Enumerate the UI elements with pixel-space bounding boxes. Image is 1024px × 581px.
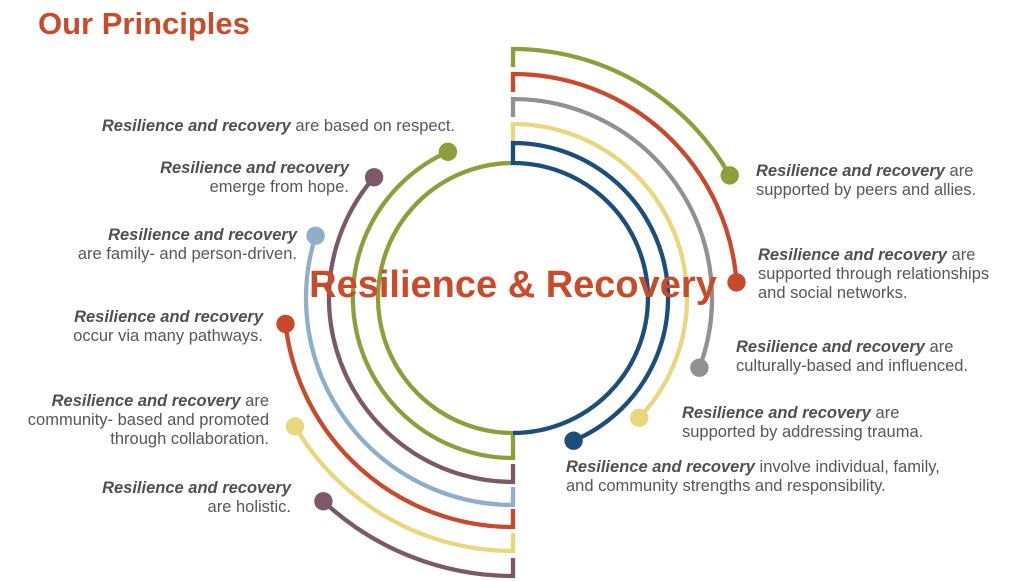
principle-arc-left-4-red	[283, 323, 516, 530]
principle-arc-left-3-steel	[303, 235, 516, 508]
principle-label-addressing-trauma: Resilience and recovery are supported by…	[682, 404, 924, 441]
principle-label-holistic: Resilience and recovery are holistic.	[102, 479, 291, 516]
principle-arc-right-3-gray	[510, 96, 715, 369]
principle-dot-icon-left-3-steel	[306, 226, 325, 245]
principle-dot-icon-left-2-plum	[364, 168, 384, 187]
principle-arc-right-2-red	[510, 71, 739, 283]
principle-dot-icon-left-1-olive	[438, 142, 458, 161]
center-label: Resilience & Recovery	[309, 262, 717, 308]
principle-dot-icon-left-5-yellow	[285, 417, 305, 436]
principle-label-family-person-driven: Resilience and recovery are family- and …	[77, 226, 297, 263]
principle-label-hope: Resilience and recovery emerge from hope…	[160, 159, 349, 196]
page-title: Our Principles	[38, 6, 250, 41]
principle-arc-right-1-olive	[510, 46, 732, 177]
principle-label-respect: Resilience and recovery are based on res…	[101, 117, 455, 135]
principle-label-peers-allies: Resilience and recovery are supported by…	[756, 162, 977, 199]
principle-dot-icon-right-4-yellow	[630, 408, 649, 427]
principle-label-relationships-networks: Resilience and recovery are supported th…	[758, 246, 990, 302]
principle-arc-left-1-olive	[350, 149, 516, 461]
principle-label-many-pathways: Resilience and recovery occur via many p…	[73, 308, 263, 345]
principle-label-culturally-based: Resilience and recovery are culturally-b…	[736, 338, 969, 375]
principle-label-strengths-responsibility: Resilience and recovery involve individu…	[566, 458, 940, 495]
center-label-line1: Resilience	[309, 264, 498, 306]
principle-dot-icon-right-5-navy	[564, 431, 583, 450]
principle-arc-left-5-yellow	[293, 425, 516, 554]
principle-dot-icon-right-1-olive	[720, 166, 739, 185]
principle-arc-left-6-plum	[321, 499, 516, 579]
principle-dot-icon-left-4-red	[276, 314, 295, 334]
principle-arc-right-4-yellow	[510, 121, 690, 420]
principle-arc-right-5-navy	[510, 140, 671, 443]
principle-label-community-based: Resilience and recovery are community- b…	[27, 392, 269, 448]
principle-dot-icon-right-2-red	[727, 273, 746, 292]
principle-arc-left-2-plum	[326, 175, 516, 485]
center-label-line2: & Recovery	[507, 264, 717, 306]
principle-dot-icon-left-6-plum	[314, 492, 333, 511]
principle-dot-icon-right-3-gray	[690, 358, 709, 377]
